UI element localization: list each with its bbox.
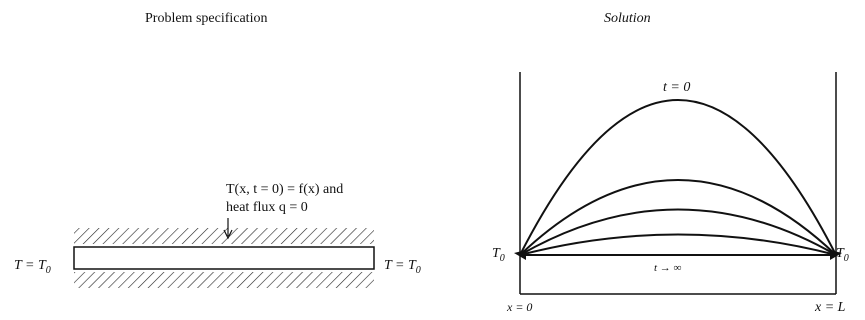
t-zero-label: t = 0	[663, 80, 691, 95]
profile-curve-1	[519, 179, 837, 256]
heat-flux-arrow-head	[223, 229, 233, 240]
left-converge-point	[514, 250, 526, 260]
profile-curve-t0	[519, 99, 837, 256]
heat-flux-label: heat flux q = 0	[226, 200, 308, 215]
x-length-label: x = L	[815, 300, 846, 315]
right-boundary-label: T = T0	[384, 258, 421, 276]
right-converge-point	[830, 250, 842, 260]
top-insulation	[74, 228, 374, 244]
rod	[73, 246, 375, 270]
bottom-insulation	[74, 272, 374, 288]
initial-condition-label: T(x, t = 0) = f(x) and	[226, 182, 344, 197]
x-zero-label: x = 0	[507, 300, 533, 314]
left-temperature-label: T0	[492, 246, 505, 264]
solution-heading: Solution	[604, 11, 651, 26]
left-boundary-label: T = T0	[14, 258, 51, 276]
t-infinity-label: t → ∞	[654, 262, 682, 274]
profile-curve-3	[519, 233, 837, 256]
profile-curve-2	[519, 208, 837, 256]
problem-heading: Problem specification	[145, 11, 268, 26]
